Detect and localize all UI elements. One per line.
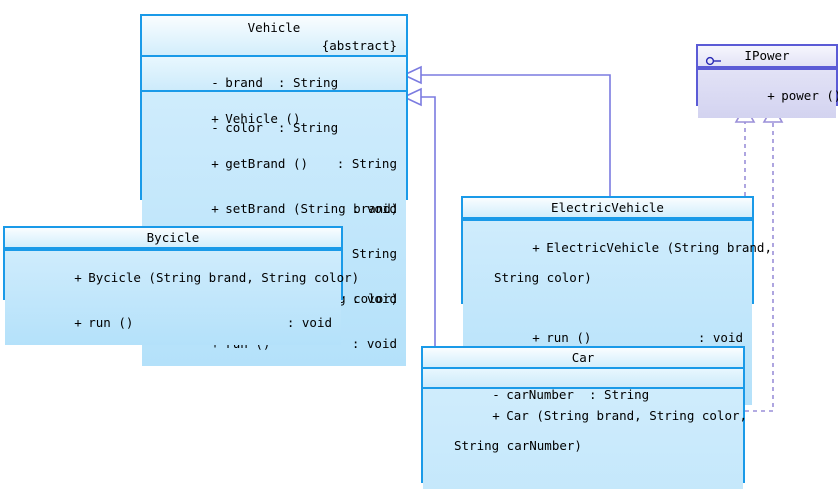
- interface-lollipop-icon: [705, 52, 723, 71]
- visibility-marker: +: [74, 315, 82, 330]
- attribute-text: carNumber : String: [506, 387, 650, 402]
- interface-box-ipower[interactable]: IPower + power () : void: [696, 44, 838, 118]
- operation-return: : void: [697, 330, 743, 345]
- operation-return: : void: [351, 336, 397, 351]
- interface-operations-ipower: + power () : void: [698, 70, 838, 118]
- generalization-car-to-vehicle: [402, 87, 436, 346]
- visibility-marker: +: [211, 201, 219, 216]
- visibility-marker: +: [74, 270, 82, 285]
- class-header-car: Car: [423, 348, 743, 369]
- attribute-text: color : String: [225, 120, 339, 135]
- operation-return: : void: [286, 315, 332, 330]
- interface-header-ipower: IPower: [698, 46, 836, 68]
- class-attributes-electricvehicle: [463, 219, 752, 221]
- visibility-marker: -: [211, 75, 219, 90]
- class-header-electricvehicle: ElectricVehicle: [463, 198, 752, 219]
- operation-return: : void: [351, 201, 397, 216]
- realization-electricvehicle-to-ipower: [734, 104, 756, 196]
- class-name-bycicle: Bycicle: [146, 230, 200, 245]
- operation-text: run (): [546, 330, 592, 345]
- attribute-text: brand : String: [225, 75, 339, 90]
- class-name-car: Car: [571, 350, 595, 365]
- operation-return: : String: [336, 246, 397, 261]
- operation-text-continued: String carNumber): [454, 438, 582, 453]
- operation-row: +getCarNumber (): String: [423, 483, 743, 489]
- visibility-marker: +: [492, 408, 500, 423]
- class-stereotype-vehicle: {abstract}: [321, 38, 397, 53]
- visibility-marker: +: [532, 240, 540, 255]
- operation-text: power () : void: [781, 88, 838, 103]
- class-operations-car: + Car (String brand, String color, String…: [423, 389, 747, 489]
- class-name-electricvehicle: ElectricVehicle: [551, 200, 664, 215]
- visibility-marker: +: [211, 111, 219, 126]
- class-attributes-vehicle: -brand : String -color : String: [142, 57, 406, 135]
- visibility-marker: +: [767, 88, 775, 103]
- interface-name-ipower: IPower: [744, 48, 790, 63]
- operation-text: Vehicle (): [225, 111, 301, 126]
- operation-row: + Car (String brand, String color, String…: [423, 393, 747, 483]
- operation-row: + run () : void: [5, 300, 341, 345]
- visibility-marker: -: [492, 387, 500, 402]
- operation-row: + run () : void: [463, 315, 752, 360]
- interface-attributes-ipower: [698, 68, 836, 70]
- operation-text: getBrand (): [225, 156, 309, 171]
- class-operations-bycicle: + Bycicle (String brand, String color) + r…: [5, 251, 359, 345]
- class-box-car[interactable]: Car -carNumber : String + Car (String bra…: [421, 346, 747, 489]
- operation-row: + power () : void: [698, 73, 838, 118]
- operation-text: setBrand (String brand): [225, 201, 399, 216]
- class-name-vehicle: Vehicle: [247, 20, 301, 35]
- class-box-bycicle[interactable]: Bycicle + Bycicle (String brand, String c…: [3, 226, 359, 345]
- visibility-marker: +: [532, 330, 540, 345]
- operation-text: ElectricVehicle (String brand,: [546, 240, 772, 255]
- visibility-marker: -: [211, 120, 219, 135]
- class-box-electricvehicle[interactable]: ElectricVehicle + ElectricVehicle (String…: [461, 196, 772, 405]
- operation-return: : String: [336, 156, 397, 171]
- operation-row: + Bycicle (String brand, String color): [5, 255, 359, 300]
- operation-text: Car (String brand, String color,: [506, 408, 748, 423]
- operation-row: + Vehicle (): [142, 96, 406, 141]
- class-header-vehicle: Vehicle {abstract}: [142, 16, 406, 57]
- class-attributes-car: -carNumber : String: [423, 369, 743, 402]
- operation-text: run (): [88, 315, 134, 330]
- class-box-vehicle[interactable]: Vehicle {abstract} -brand : String -colo…: [140, 14, 408, 366]
- operation-row: + setBrand (String brand): void: [142, 186, 406, 231]
- attribute-row: -color : String: [142, 105, 406, 150]
- attribute-row: -carNumber : String: [423, 372, 743, 417]
- operation-return: : void: [351, 291, 397, 306]
- operation-row: + ElectricVehicle (String brand, String c…: [463, 225, 772, 315]
- generalization-electricvehicle-to-vehicle: [402, 65, 611, 198]
- operation-text-continued: String color): [494, 270, 592, 285]
- operation-text: Bycicle (String brand, String color): [88, 270, 360, 285]
- class-header-bycicle: Bycicle: [5, 228, 341, 249]
- operation-row: + getBrand () : String: [142, 141, 406, 186]
- visibility-marker: +: [211, 156, 219, 171]
- class-attributes-bycicle: [5, 249, 341, 251]
- attribute-row: -brand : String: [142, 60, 406, 105]
